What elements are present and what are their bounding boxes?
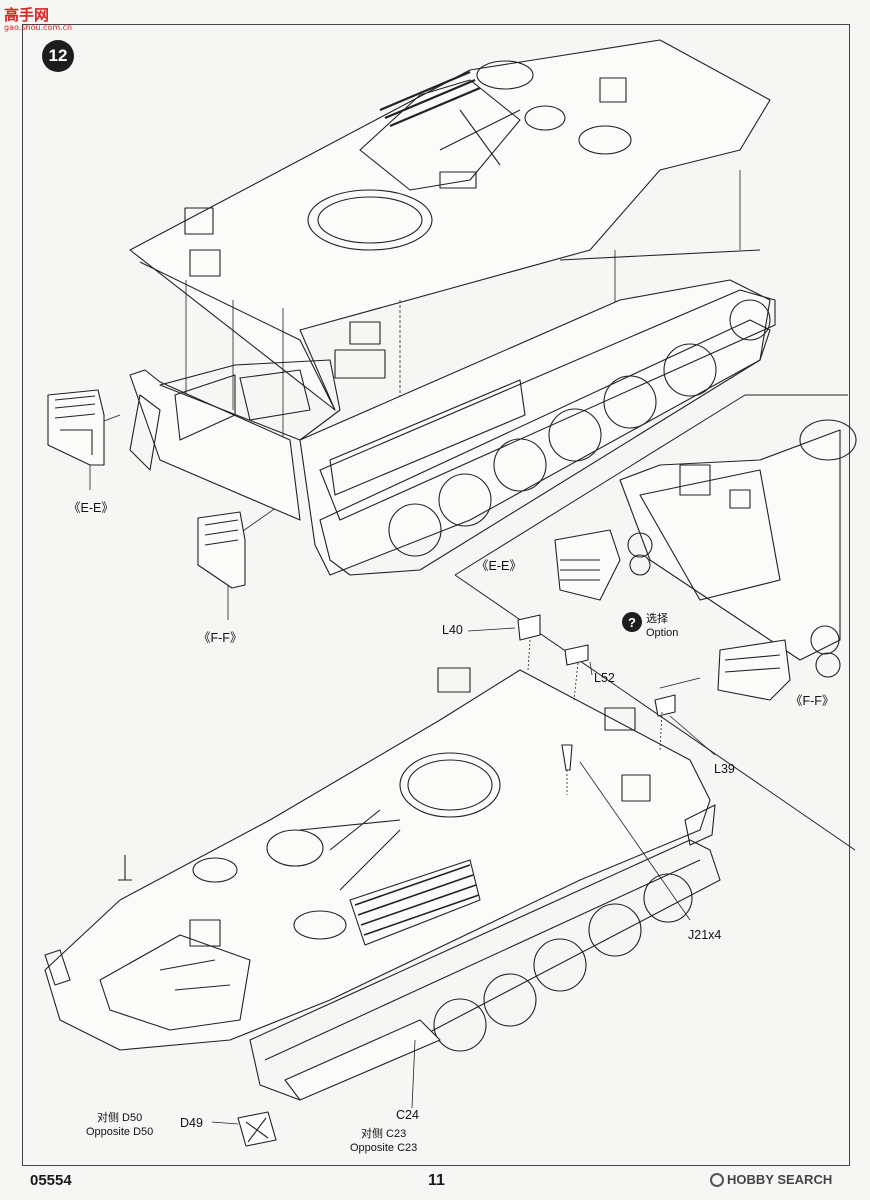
part-label-d50: 对侧 D50 Opposite D50 [86, 1112, 154, 1138]
part-label-l39: L39 [714, 762, 735, 776]
part-label-d49: D49 [180, 1116, 203, 1130]
part-l52 [564, 644, 589, 666]
ff-option-label: 《F-F》 [790, 694, 835, 708]
question-icon: ? [622, 612, 642, 632]
page-frame [22, 24, 850, 1166]
option-detail [554, 419, 857, 701]
upper-hull-part [129, 39, 771, 411]
option-label: 选择 Option [646, 613, 679, 639]
part-label-j21: J21x4 [688, 928, 722, 942]
page-number: 11 [428, 1172, 445, 1189]
ff-label: 《F-F》 [198, 631, 243, 645]
part-d49 [237, 1111, 277, 1147]
hobby-search-watermark: HOBBY SEARCH [710, 1172, 832, 1187]
lower-hull-part [129, 279, 776, 576]
site-watermark: 高手网 gao.shou.com.cn [4, 6, 73, 32]
part-label-l52: L52 [594, 671, 615, 685]
part-l39 [654, 694, 676, 717]
ee-option-label: 《E-E》 [476, 559, 522, 573]
part-label-c23: 对侧 C23 Opposite C23 [350, 1128, 418, 1154]
ee-label: 《E-E》 [68, 501, 114, 515]
part-label-l40: L40 [442, 623, 463, 637]
part-j21 [561, 744, 573, 771]
leader-lines [211, 627, 716, 1125]
step-number-badge: 12 [42, 40, 74, 72]
assembled-vehicle [44, 667, 721, 1101]
product-code: 05554 [30, 1172, 72, 1189]
part-label-c24: C24 [396, 1108, 419, 1122]
hobby-logo-icon [710, 1172, 724, 1187]
ff-mudflap-part [197, 511, 246, 589]
part-l40 [517, 614, 541, 641]
ee-mudflap-part [47, 389, 105, 466]
